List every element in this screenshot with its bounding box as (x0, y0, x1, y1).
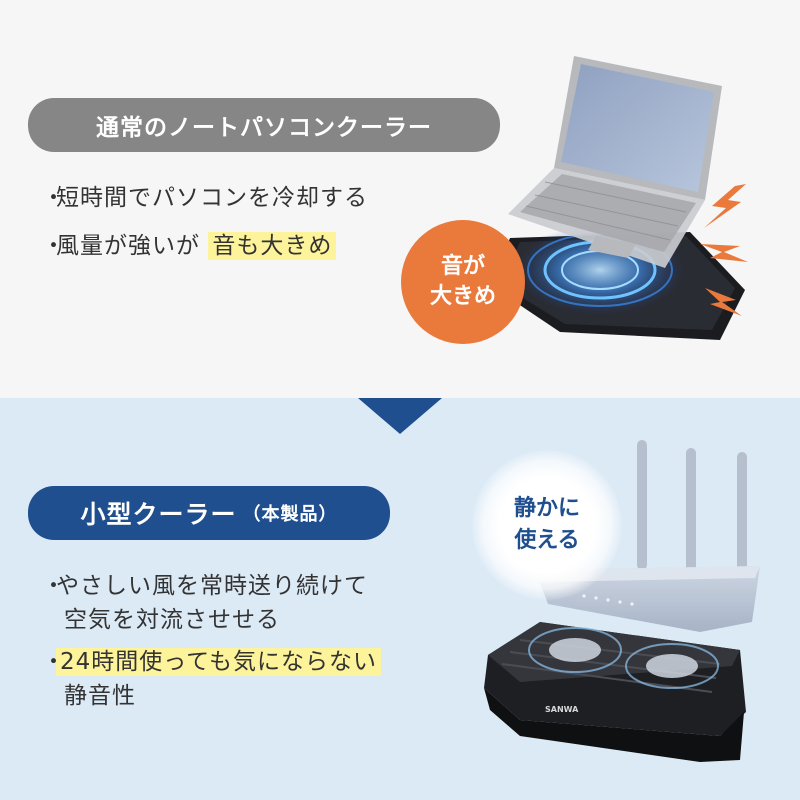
bullet-continuation: 静音性 (64, 683, 136, 709)
noise-icon (700, 184, 748, 316)
bullet-item-3: ・やさしい風を常時送り続けて (42, 566, 368, 600)
small-cooler-title: 小型クーラー (80, 500, 237, 529)
bullet-text: 短時間でパソコンを冷却する (56, 185, 368, 211)
badge-line-1: 音が (440, 254, 485, 280)
bullet-continuation: 空気を対流させせる (64, 607, 280, 633)
bullet-item-1: ・短時間でパソコンを冷却する (42, 178, 368, 212)
down-arrow-icon (358, 398, 442, 434)
bullet-highlight: 24時間使っても気にならない (56, 648, 381, 676)
bullet-item-2: ・風量が強いが 音も大きめ (42, 226, 337, 260)
loud-badge: 音が 大きめ (401, 220, 525, 344)
small-cooler-subtitle: （本製品） (242, 504, 338, 525)
bullet-dot: ・ (42, 233, 66, 259)
quiet-bubble: 静かに 使える (472, 450, 622, 600)
normal-cooler-pill: 通常のノートパソコンクーラー (28, 98, 500, 152)
bullet-dot: ・ (42, 573, 66, 599)
bullet-dot: ・ (42, 185, 66, 211)
bullet-item-4: ・24時間使っても気にならない (42, 642, 381, 676)
normal-cooler-title: 通常のノートパソコンクーラー (96, 115, 432, 141)
bubble-line-2: 使える (514, 528, 580, 553)
bullet-text: やさしい風を常時送り続けて (56, 573, 368, 599)
bullet-dot: ・ (42, 649, 66, 675)
laptop-image (508, 56, 722, 268)
badge-line-2: 大きめ (429, 284, 496, 309)
bullet-text: 風量が強いが (56, 233, 209, 259)
sanwa-logo: SANWA (545, 705, 579, 714)
small-cooler-pill: 小型クーラー（本製品） (28, 486, 390, 540)
small-cooler-image: SANWA (484, 622, 746, 762)
bullet-highlight: 音も大きめ (208, 232, 337, 260)
bubble-line-1: 静かに (513, 496, 580, 522)
